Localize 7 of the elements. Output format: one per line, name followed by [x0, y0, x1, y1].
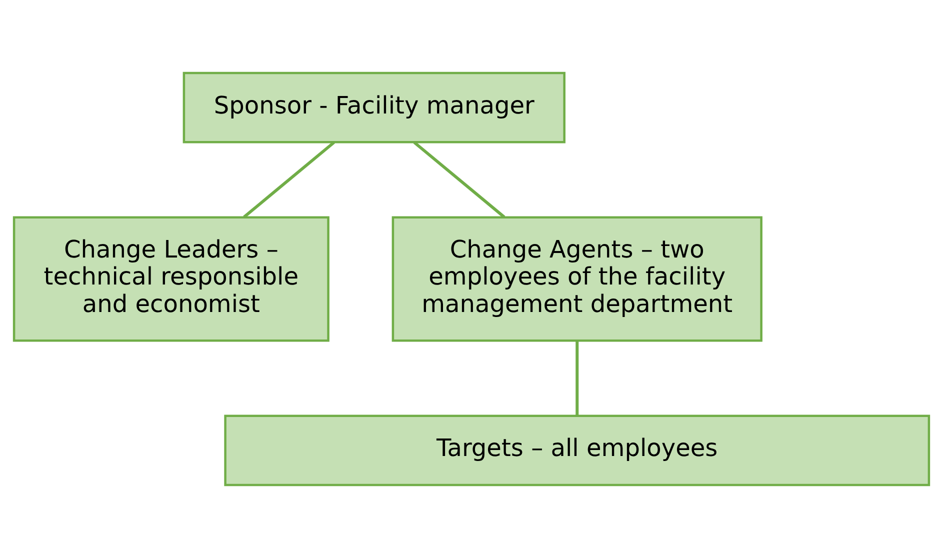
node-box: Targets – all employees	[224, 414, 930, 486]
node-box: Change Leaders – technical responsible and economist	[12, 216, 330, 342]
node-box: Sponsor - Facility manager	[182, 72, 566, 144]
connector	[576, 340, 579, 416]
node-box: Change Agents – two employees of the facility management department	[392, 216, 762, 342]
connector	[413, 141, 506, 218]
connector	[243, 141, 335, 218]
